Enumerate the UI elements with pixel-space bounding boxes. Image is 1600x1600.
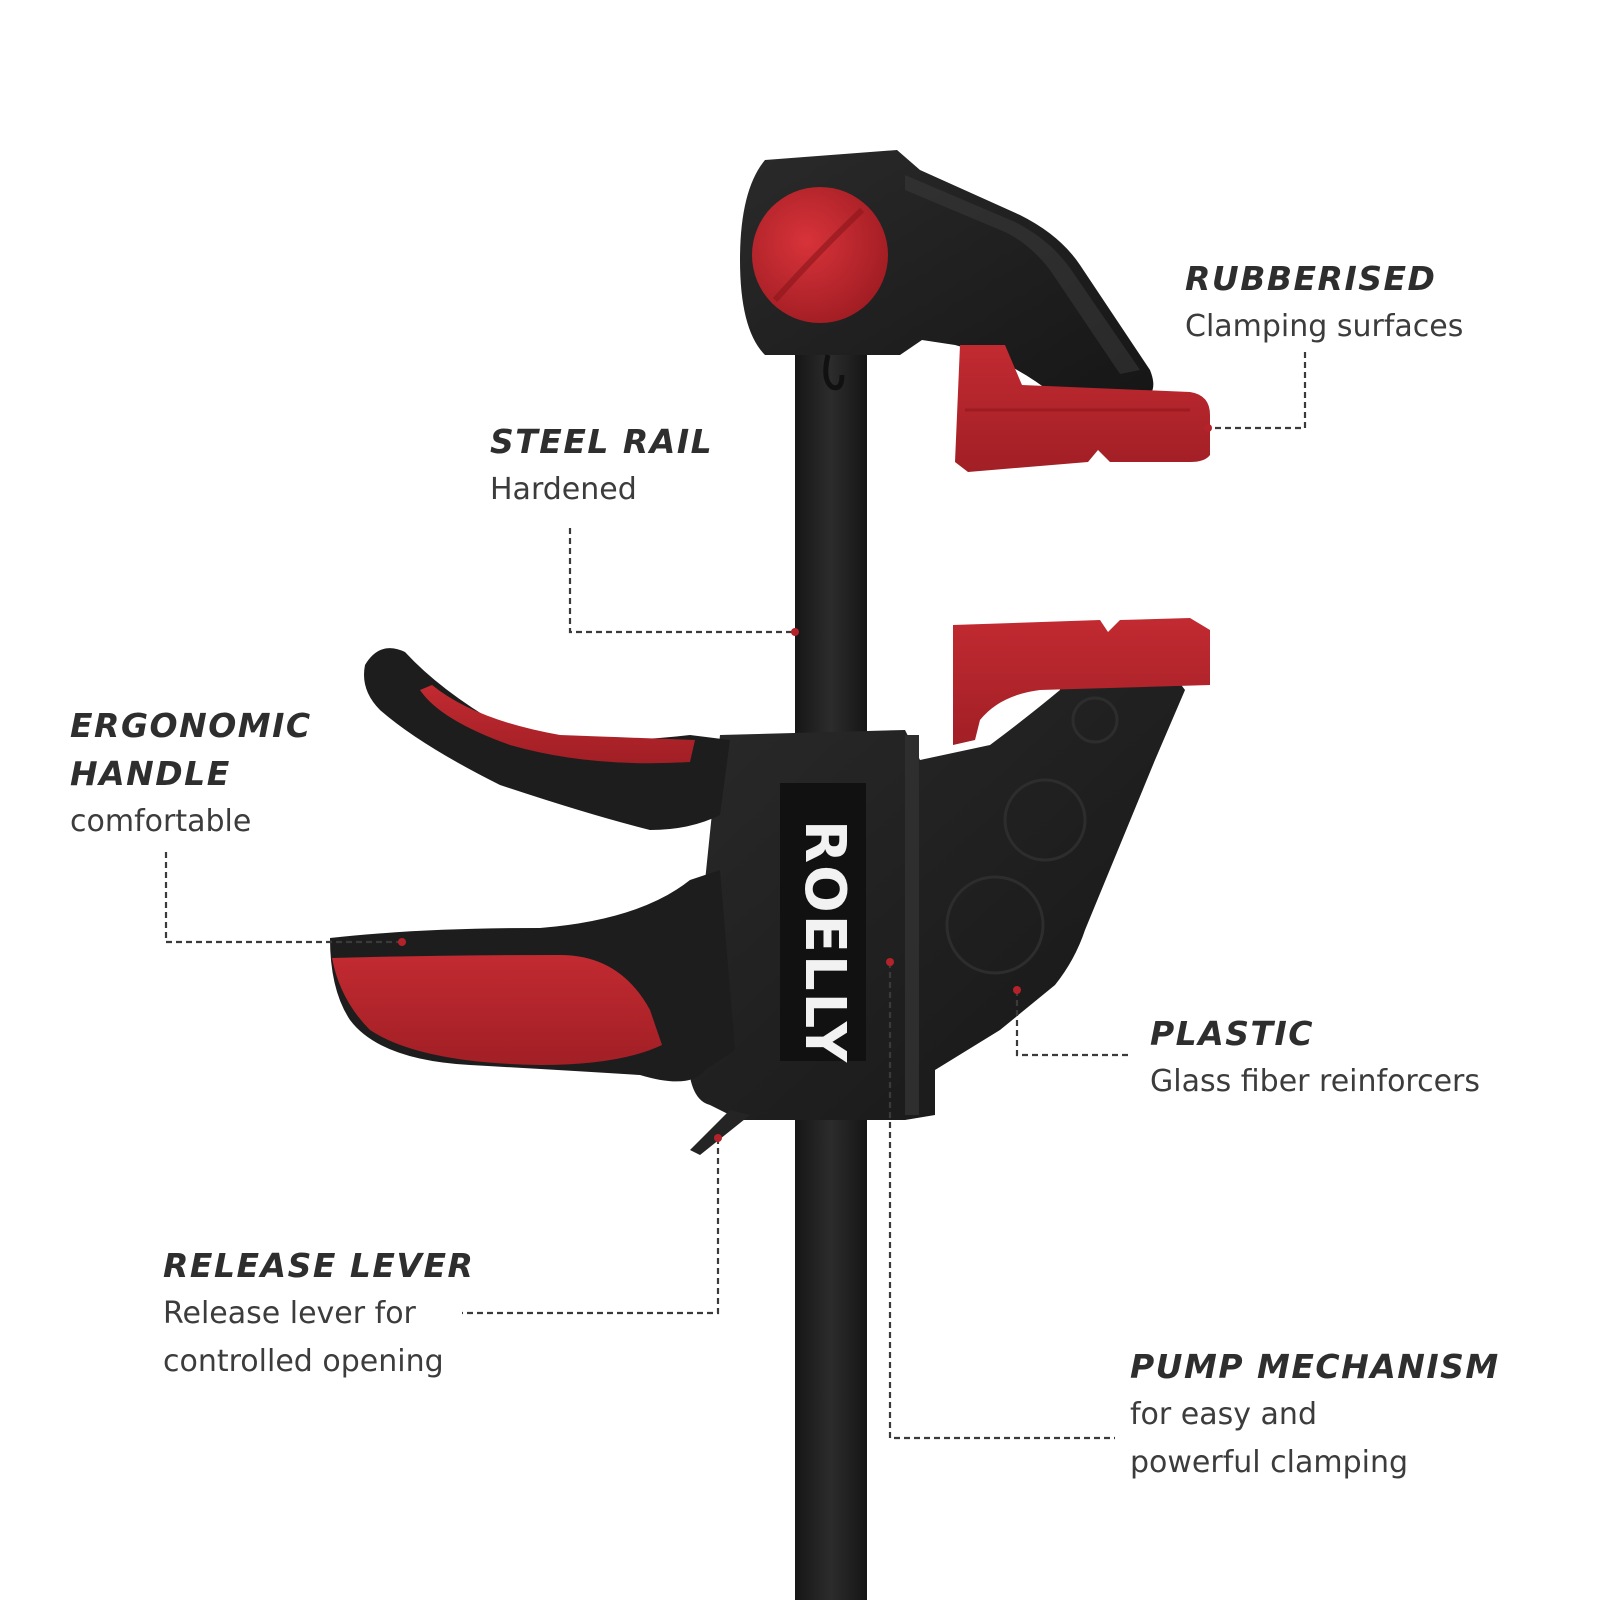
steel-rail-leader-dot — [791, 628, 799, 636]
plastic-title: PLASTIC — [1150, 1014, 1315, 1053]
ergonomic-handle-leader — [164, 852, 402, 944]
pump-mechanism-desc-line-2: powerful clamping — [1130, 1445, 1409, 1480]
release-lever-desc-line-2: controlled opening — [163, 1344, 444, 1379]
ergonomic-handle-title-line-2: HANDLE — [70, 754, 231, 793]
callout-ergonomic-handle: ERGONOMIC HANDLE comfortable — [70, 702, 312, 846]
upper-jaw — [740, 150, 1210, 472]
pump-mechanism-desc-line-1: for easy and — [1130, 1397, 1317, 1432]
callout-steel-rail: STEEL RAIL Hardened — [490, 418, 713, 514]
pump-mechanism-title: PUMP MECHANISM — [1130, 1347, 1500, 1386]
ergonomic-handle-title-line-1: ERGONOMIC — [70, 706, 312, 745]
pump-mechanism-leader-dot — [886, 958, 894, 966]
plastic-desc: Glass fiber reinforcers — [1150, 1064, 1481, 1099]
ergonomic-handle-leader-dot — [398, 938, 406, 946]
callout-rubberised: RUBBERISED Clamping surfaces — [1185, 255, 1463, 351]
rubberised-title: RUBBERISED — [1185, 259, 1437, 298]
brand-plate — [780, 783, 866, 1061]
rubberised-leader-dot — [1204, 424, 1212, 432]
release-lever-leader-dot — [714, 1134, 722, 1142]
lower-jaw — [688, 618, 1210, 1155]
steel-rail-desc: Hardened — [490, 472, 637, 507]
steel-rail-title: STEEL RAIL — [490, 422, 714, 461]
brand-logo: ROELLY — [792, 820, 857, 1064]
callout-release-lever: RELEASE LEVER Release lever for controll… — [163, 1242, 474, 1386]
pump-mechanism-leader — [888, 962, 1115, 1440]
release-lever-shape — [690, 1110, 750, 1155]
callout-plastic: PLASTIC Glass fiber reinforcers — [1150, 1010, 1480, 1106]
rubberised-desc: Clamping surfaces — [1185, 309, 1464, 344]
plastic-leader — [1015, 990, 1132, 1057]
release-lever-desc-line-1: Release lever for — [163, 1296, 416, 1331]
release-lever-title: RELEASE LEVER — [163, 1246, 475, 1285]
callout-pump-mechanism: PUMP MECHANISM for easy and powerful cla… — [1130, 1343, 1500, 1487]
steel-rail-leader — [568, 528, 795, 634]
plastic-leader-dot — [1013, 986, 1021, 994]
rubberised-leader — [1208, 352, 1307, 430]
ergonomic-handle-desc: comfortable — [70, 804, 252, 839]
lower-rubber-pad — [953, 618, 1210, 745]
release-lever-leader — [462, 1138, 720, 1315]
